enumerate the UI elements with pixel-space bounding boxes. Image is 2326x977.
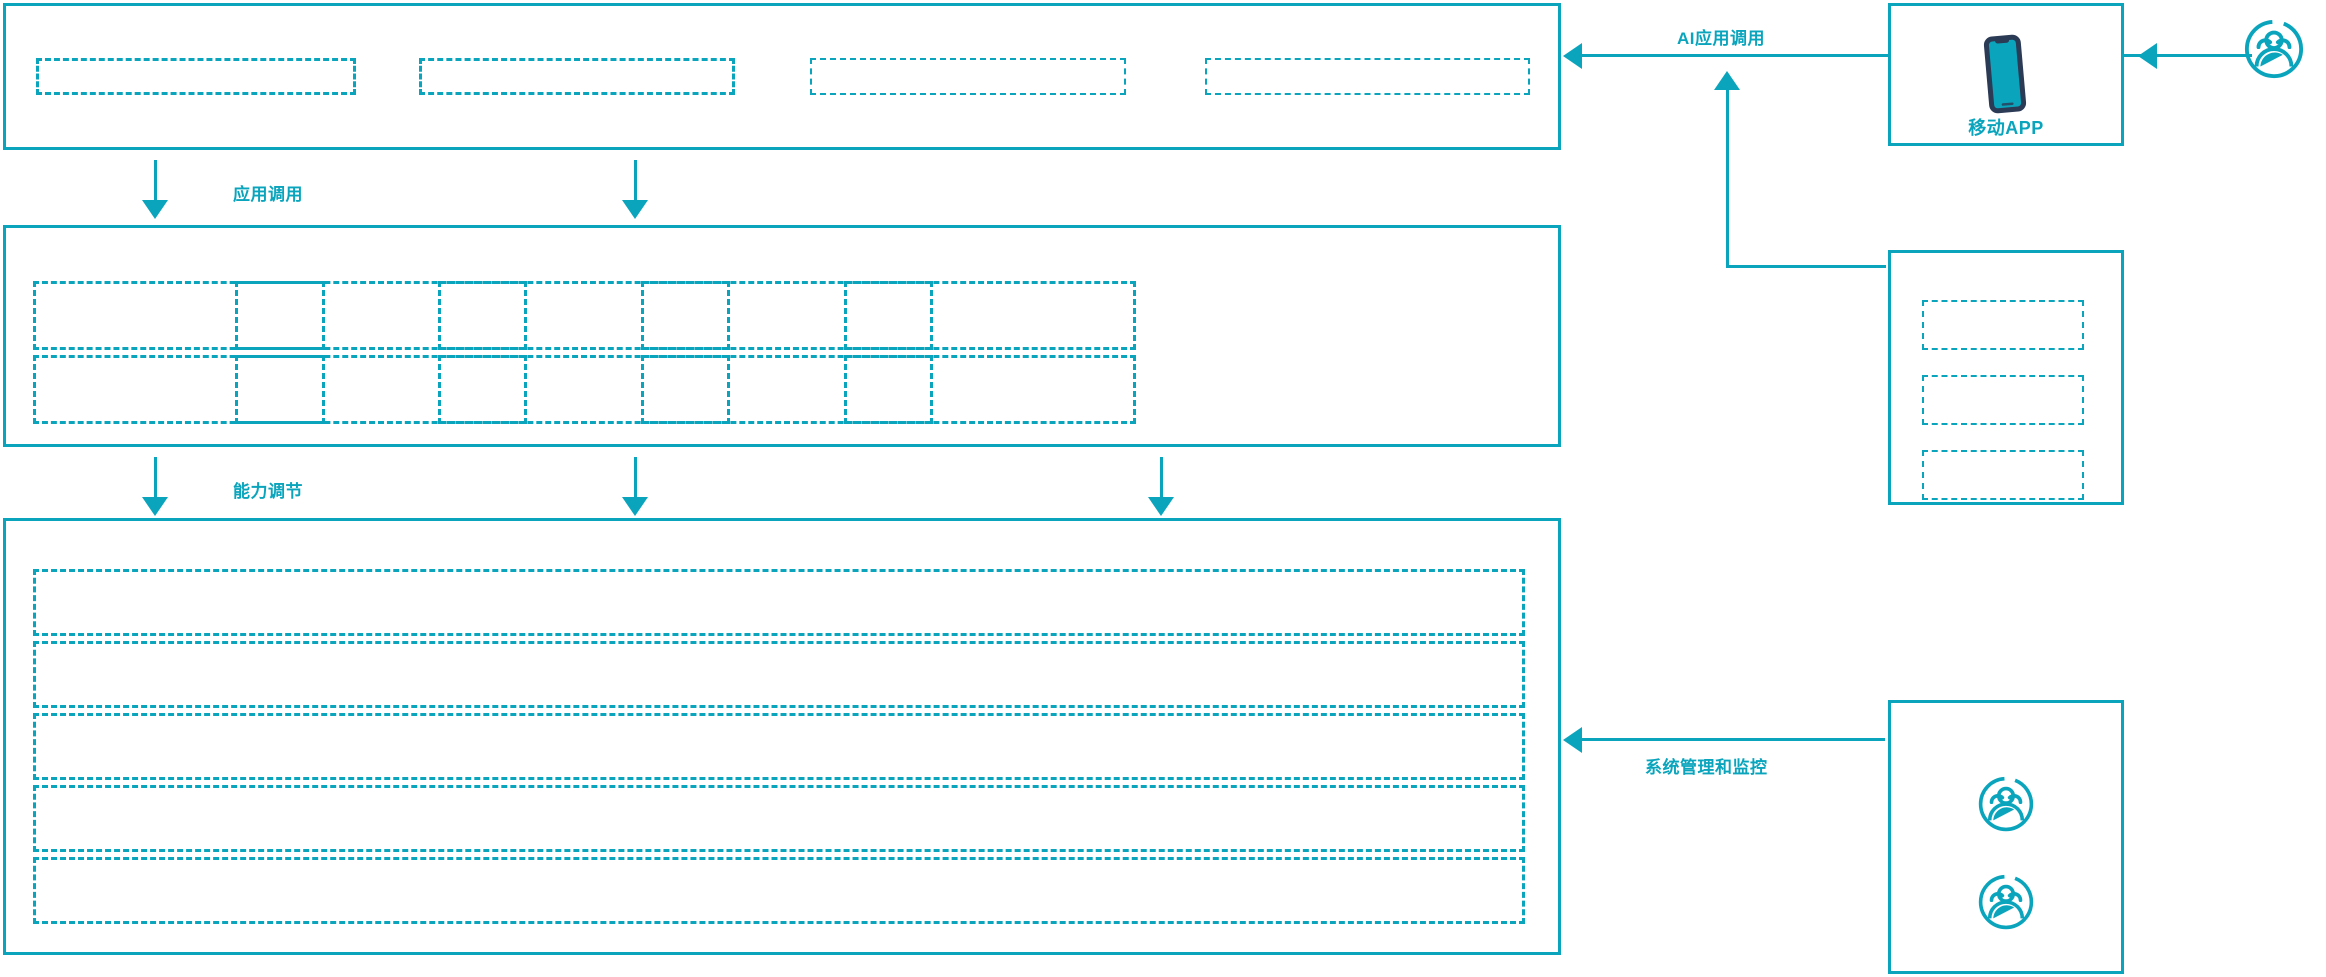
application-slot-2[interactable] bbox=[419, 58, 735, 95]
platform-row-4[interactable] bbox=[33, 785, 1525, 852]
app-invoke-label: 应用调用 bbox=[233, 185, 303, 204]
capability-slot-r2c5[interactable] bbox=[844, 355, 1136, 424]
app-invoke-arrow-2-stem bbox=[634, 160, 637, 203]
capability-adjust-arrow-1-head bbox=[142, 497, 168, 516]
platform-row-5[interactable] bbox=[33, 857, 1525, 924]
users-group-icon-2 bbox=[1977, 873, 2035, 931]
app-invoke-arrow-1-head bbox=[142, 200, 168, 219]
module-stack-slot-2[interactable] bbox=[1922, 375, 2084, 425]
ai-app-invoke-riser-stem bbox=[1726, 90, 1729, 268]
capability-adjust-arrow-1-stem bbox=[154, 457, 157, 500]
capability-adjust-arrow-2-stem bbox=[634, 457, 637, 500]
capability-slot-r1c1[interactable] bbox=[33, 281, 325, 350]
app-invoke-arrow-2-head bbox=[622, 200, 648, 219]
module-stack-panel bbox=[1888, 250, 2124, 505]
users-group-icon-1 bbox=[1977, 775, 2035, 833]
capability-slot-r2c3[interactable] bbox=[438, 355, 730, 424]
ai-app-invoke-label: AI应用调用 bbox=[1677, 29, 1765, 48]
capability-slot-r2c1[interactable] bbox=[33, 355, 325, 424]
capability-slot-r2c4[interactable] bbox=[641, 355, 933, 424]
external-user-to-mobile-arrow-head bbox=[2138, 43, 2157, 69]
mobile-app-caption: 移动APP bbox=[1968, 118, 2044, 138]
capability-slot-r1c4[interactable] bbox=[641, 281, 933, 350]
module-stack-slot-1[interactable] bbox=[1922, 300, 2084, 350]
ai-app-invoke-riser-base bbox=[1726, 265, 1886, 268]
ai-app-invoke-arrow-head bbox=[1563, 43, 1582, 69]
application-slot-4[interactable] bbox=[1205, 58, 1530, 95]
system-manage-label: 系统管理和监控 bbox=[1645, 758, 1768, 777]
capability-adjust-arrow-2-head bbox=[622, 497, 648, 516]
platform-row-2[interactable] bbox=[33, 641, 1525, 708]
capability-adjust-label: 能力调节 bbox=[233, 482, 303, 501]
users-panel bbox=[1888, 700, 2124, 974]
capability-slot-r1c2[interactable] bbox=[235, 281, 527, 350]
external-user-group-icon bbox=[2243, 18, 2305, 80]
capability-adjust-arrow-3-head bbox=[1148, 497, 1174, 516]
platform-layer-panel bbox=[3, 518, 1561, 955]
system-manage-arrow-shaft bbox=[1580, 738, 1885, 741]
application-layer-panel bbox=[3, 3, 1561, 150]
system-manage-arrow-head bbox=[1563, 727, 1582, 753]
application-slot-3[interactable] bbox=[810, 58, 1126, 95]
platform-row-3[interactable] bbox=[33, 713, 1525, 780]
capability-adjust-arrow-3-stem bbox=[1160, 457, 1163, 500]
module-stack-slot-3[interactable] bbox=[1922, 450, 2084, 500]
app-invoke-arrow-1-stem bbox=[154, 160, 157, 203]
capability-slot-r1c5[interactable] bbox=[844, 281, 1136, 350]
external-user-to-mobile-arrow-shaft bbox=[2155, 54, 2240, 57]
ai-app-invoke-riser-head bbox=[1714, 71, 1740, 90]
capability-slot-r1c3[interactable] bbox=[438, 281, 730, 350]
capability-layer-panel bbox=[3, 225, 1561, 447]
capability-slot-r2c2[interactable] bbox=[235, 355, 527, 424]
smartphone-icon bbox=[1975, 33, 2035, 115]
application-slot-1[interactable] bbox=[36, 58, 356, 95]
platform-row-1[interactable] bbox=[33, 569, 1525, 636]
